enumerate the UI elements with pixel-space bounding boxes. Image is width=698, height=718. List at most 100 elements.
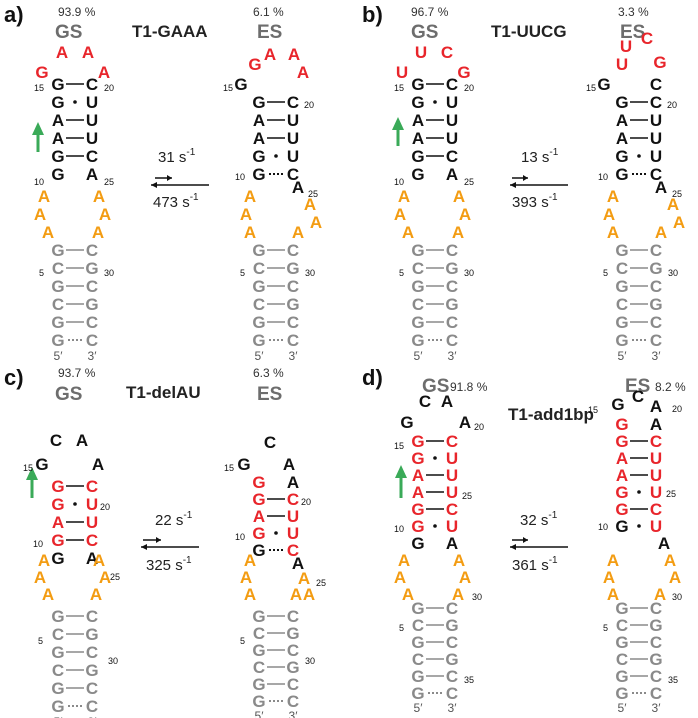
lower-stem-nucleotide: C — [287, 641, 299, 660]
lower-stem-nucleotide: G — [411, 667, 424, 686]
lower-stem-nucleotide: G — [252, 692, 265, 711]
unpaired-nucleotide: A — [607, 551, 619, 570]
unpaired-nucleotide: A — [298, 569, 310, 588]
unpaired-nucleotide: A — [673, 213, 685, 232]
residue-number: 30 — [464, 268, 474, 278]
wobble-pair-dot — [433, 456, 437, 460]
loop-nucleotide: A — [288, 45, 300, 64]
loop-nucleotide: G — [248, 55, 261, 74]
three-prime-label: 3′ — [88, 715, 98, 718]
lower-stem-nucleotide: C — [253, 624, 265, 643]
three-prime-label: 3′ — [88, 349, 98, 363]
unpaired-nucleotide: A — [244, 585, 256, 604]
residue-number: 20 — [304, 100, 314, 110]
loop-nucleotide: G — [237, 455, 250, 474]
lower-stem-nucleotide: G — [615, 241, 628, 260]
residue-number: 20 — [100, 502, 110, 512]
stem-nucleotide: A — [412, 483, 424, 502]
lower-stem-nucleotide: C — [86, 643, 98, 662]
stem-nucleotide: U — [287, 147, 299, 166]
lower-stem-nucleotide: C — [412, 259, 424, 278]
exchange-rates-d: 32 s-1 361 s-1 — [510, 510, 568, 574]
lower-stem-nucleotide: G — [411, 331, 424, 350]
lower-stem-nucleotide: C — [412, 295, 424, 314]
stem-nucleotide: A — [412, 466, 424, 485]
loop-nucleotide: G — [234, 75, 247, 94]
lower-stem-nucleotide: C — [287, 277, 299, 296]
lower-stem-nucleotide: G — [411, 684, 424, 703]
five-prime-label: 5′ — [54, 349, 64, 363]
stem-nucleotide: G — [51, 477, 64, 496]
lower-stem-nucleotide: G — [649, 650, 662, 669]
lower-stem-nucleotide: G — [51, 241, 64, 260]
unpaired-nucleotide: A — [38, 551, 50, 570]
stem-nucleotide: G — [252, 147, 265, 166]
stem-nucleotide: A — [287, 473, 299, 492]
stem-nucleotide: A — [412, 129, 424, 148]
unpaired-nucleotide: A — [42, 585, 54, 604]
panel-label-c: c) — [4, 365, 24, 390]
stem-nucleotide: C — [287, 165, 299, 184]
loop-nucleotide: G — [400, 413, 413, 432]
construct-name-a: T1-GAAA — [132, 22, 208, 41]
lower-stem-nucleotide: G — [445, 259, 458, 278]
five-prime-label: 5′ — [255, 709, 265, 718]
lower-stem-nucleotide: C — [52, 625, 64, 644]
stem-nucleotide: G — [615, 93, 628, 112]
unpaired-nucleotide: A — [93, 187, 105, 206]
loop-nucleotide: C — [50, 431, 62, 450]
lower-stem-nucleotide: C — [287, 331, 299, 350]
residue-number: 15 — [394, 441, 404, 451]
lower-stem-nucleotide: C — [446, 684, 458, 703]
residue-number: 5 — [603, 623, 608, 633]
residue-number: 15 — [23, 463, 33, 473]
stem-nucleotide: C — [86, 477, 98, 496]
lower-stem-nucleotide: G — [615, 277, 628, 296]
stem-nucleotide: U — [446, 466, 458, 485]
lower-stem-nucleotide: G — [615, 313, 628, 332]
stem-nucleotide: G — [615, 415, 628, 434]
stem-nucleotide: G — [51, 93, 64, 112]
residue-number: 30 — [305, 656, 315, 666]
exchange-rates-b: 13 s-1 393 s-1 — [510, 147, 568, 211]
stem-nucleotide: G — [51, 495, 64, 514]
lower-stem-nucleotide: C — [650, 633, 662, 652]
stem-nucleotide: U — [650, 147, 662, 166]
stem-nucleotide: U — [446, 483, 458, 502]
residue-number: 10 — [235, 172, 245, 182]
loop-nucleotide: A — [76, 431, 88, 450]
loop-nucleotide: C — [441, 43, 453, 62]
lower-stem-nucleotide: G — [252, 607, 265, 626]
residue-number: 30 — [305, 268, 315, 278]
unpaired-nucleotide: A — [292, 223, 304, 242]
unpaired-nucleotide: A — [38, 187, 50, 206]
three-prime-label: 3′ — [448, 701, 458, 715]
lower-stem-nucleotide: C — [52, 259, 64, 278]
stem-nucleotide: C — [650, 165, 662, 184]
stem-nucleotide: G — [51, 531, 64, 550]
stem-nucleotide: G — [252, 473, 265, 492]
stem-nucleotide: G — [411, 449, 424, 468]
stem-nucleotide: A — [52, 129, 64, 148]
loop-nucleotide: A — [297, 63, 309, 82]
stem-nucleotide: U — [446, 449, 458, 468]
three-prime-label: 3′ — [448, 349, 458, 363]
lower-stem-nucleotide: C — [287, 675, 299, 694]
lower-stem-nucleotide: C — [446, 241, 458, 260]
lower-stem-nucleotide: G — [615, 599, 628, 618]
unpaired-nucleotide: A — [398, 551, 410, 570]
lower-stem-nucleotide: C — [287, 607, 299, 626]
three-prime-label: 3′ — [652, 349, 662, 363]
lower-stem-nucleotide: G — [51, 313, 64, 332]
stem-nucleotide: G — [615, 500, 628, 519]
unpaired-nucleotide: A — [607, 223, 619, 242]
lower-stem-nucleotide: C — [446, 633, 458, 652]
lower-stem-nucleotide: C — [86, 607, 98, 626]
stem-nucleotide: A — [52, 111, 64, 130]
stem-nucleotide: G — [615, 432, 628, 451]
residue-number: 15 — [224, 463, 234, 473]
loop-nucleotide: G — [611, 395, 624, 414]
lower-stem-nucleotide: C — [287, 313, 299, 332]
unpaired-nucleotide: A — [453, 187, 465, 206]
unpaired-nucleotide: A — [310, 213, 322, 232]
